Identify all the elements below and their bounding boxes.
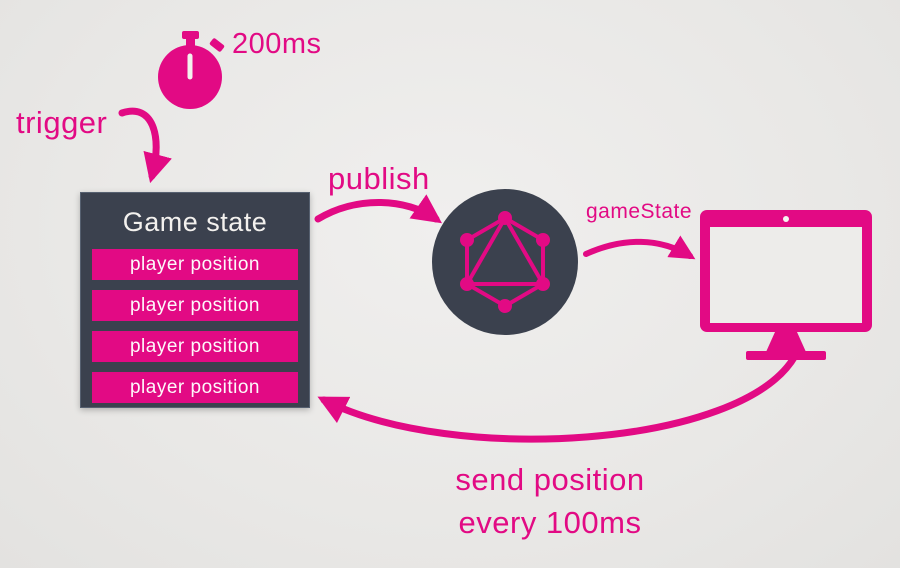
timer-interval-label: 200ms — [232, 28, 322, 60]
player-position-row: player position — [92, 249, 298, 280]
gamestate-arrow — [583, 235, 696, 260]
monitor-icon — [700, 210, 872, 360]
feedback-label-line1: send position — [455, 462, 645, 497]
game-state-rows: player position player position player p… — [81, 241, 309, 403]
player-position-row: player position — [92, 372, 298, 403]
feedback-label: send position every 100ms — [400, 458, 700, 544]
player-position-row: player position — [92, 331, 298, 362]
feedback-arrow — [317, 352, 799, 443]
publish-label: publish — [328, 161, 430, 196]
trigger-arrow — [118, 107, 172, 184]
graphql-logo — [432, 189, 578, 335]
game-state-title: Game state — [122, 207, 268, 237]
trigger-label: trigger — [16, 105, 108, 140]
player-position-row: player position — [92, 290, 298, 321]
feedback-label-line2: every 100ms — [458, 505, 642, 540]
game-state-box: Game state player position player positi… — [80, 192, 310, 408]
stopwatch-icon — [158, 31, 225, 109]
gamestate-event-label: gameState — [586, 200, 693, 223]
publish-arrow — [314, 194, 443, 224]
